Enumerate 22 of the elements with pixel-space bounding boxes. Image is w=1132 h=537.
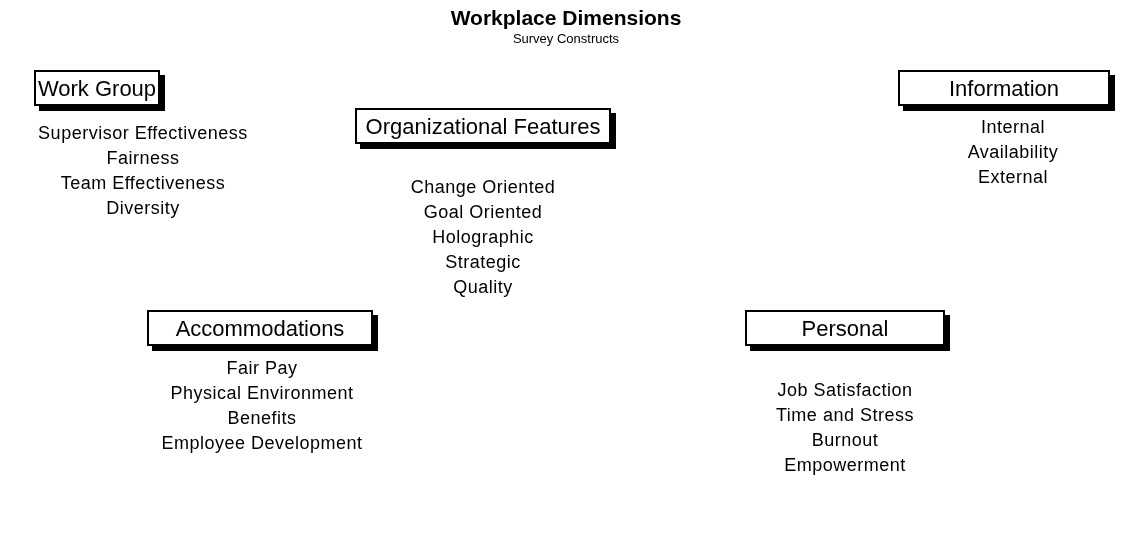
construct-item: Change Oriented [410,176,556,199]
construct-item: Quality [453,276,513,299]
construct-item: Goal Oriented [423,201,543,224]
construct-item: Employee Development [161,432,363,455]
construct-item: Holographic [432,226,534,249]
diagram-title: Workplace Dimensions [450,6,682,30]
construct-item: Fair Pay [226,357,298,380]
construct-item: Burnout [811,429,879,452]
construct-item: Team Effectiveness [60,172,226,195]
construct-item: Benefits [227,407,297,430]
construct-item: Supervisor Effectiveness [38,122,248,145]
construct-item: Job Satisfaction [777,379,913,402]
construct-item: Internal [980,116,1045,139]
construct-item: Empowerment [784,454,906,477]
construct-item: Time and Stress [776,404,914,427]
construct-item: Physical Environment [170,382,354,405]
construct-item: Diversity [106,197,180,220]
construct-item: Fairness [106,147,180,170]
construct-item: External [977,166,1048,189]
construct-item: Strategic [445,251,521,274]
construct-item: Availability [967,141,1059,164]
diagram-subtitle: Survey Constructs [512,31,620,47]
